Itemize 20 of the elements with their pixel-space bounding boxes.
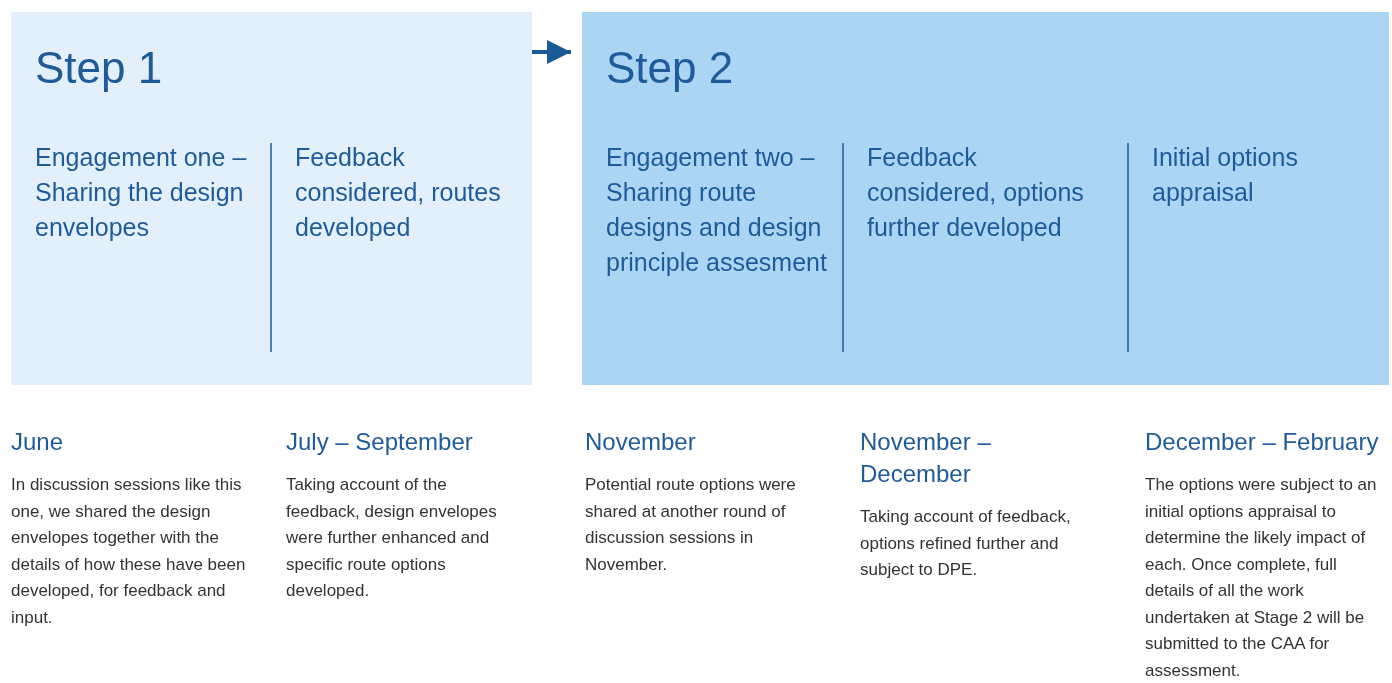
step-title: Step 1 — [35, 42, 163, 94]
step-title: Step 2 — [606, 42, 734, 94]
stage-heading: Initial options appraisal — [1152, 142, 1299, 208]
stage-heading: Feedback considered, options further developed — [867, 142, 1085, 243]
description-text: In discussion sessions like this one, we shared the design envelopes together with the details of how these have been developed, for feedback and input. — [11, 474, 247, 629]
description-text: The options were subject to an initial options appraisal to determine the likely impact of each. Once complete, full details of all the work undertaken at Stage 2 will be submitted to the CAA for assessment. — [1145, 474, 1378, 682]
step-panel — [11, 12, 532, 385]
date-heading: July – September — [286, 427, 474, 457]
stage-heading: Engagement two – Sharing route designs and design principle assesment — [606, 142, 828, 278]
date-heading: November – December — [860, 427, 992, 489]
description-text: Potential route options were shared at another round of discussion sessions in November. — [585, 474, 797, 576]
stage-heading: Feedback considered, routes developed — [295, 142, 502, 243]
description-text: Taking account of the feedback, design envelopes were further enhanced and specific route options developed. — [286, 474, 498, 602]
date-heading: November — [585, 427, 697, 457]
stage-heading: Engagement one – Sharing the design envelopes — [35, 142, 248, 243]
arrow — [532, 40, 571, 64]
description-text: Taking account of feedback, options refined further and subject to DPE. — [860, 506, 1072, 581]
date-heading: December – February — [1145, 427, 1380, 457]
step-panel — [582, 12, 1389, 385]
date-heading: June — [11, 427, 65, 457]
